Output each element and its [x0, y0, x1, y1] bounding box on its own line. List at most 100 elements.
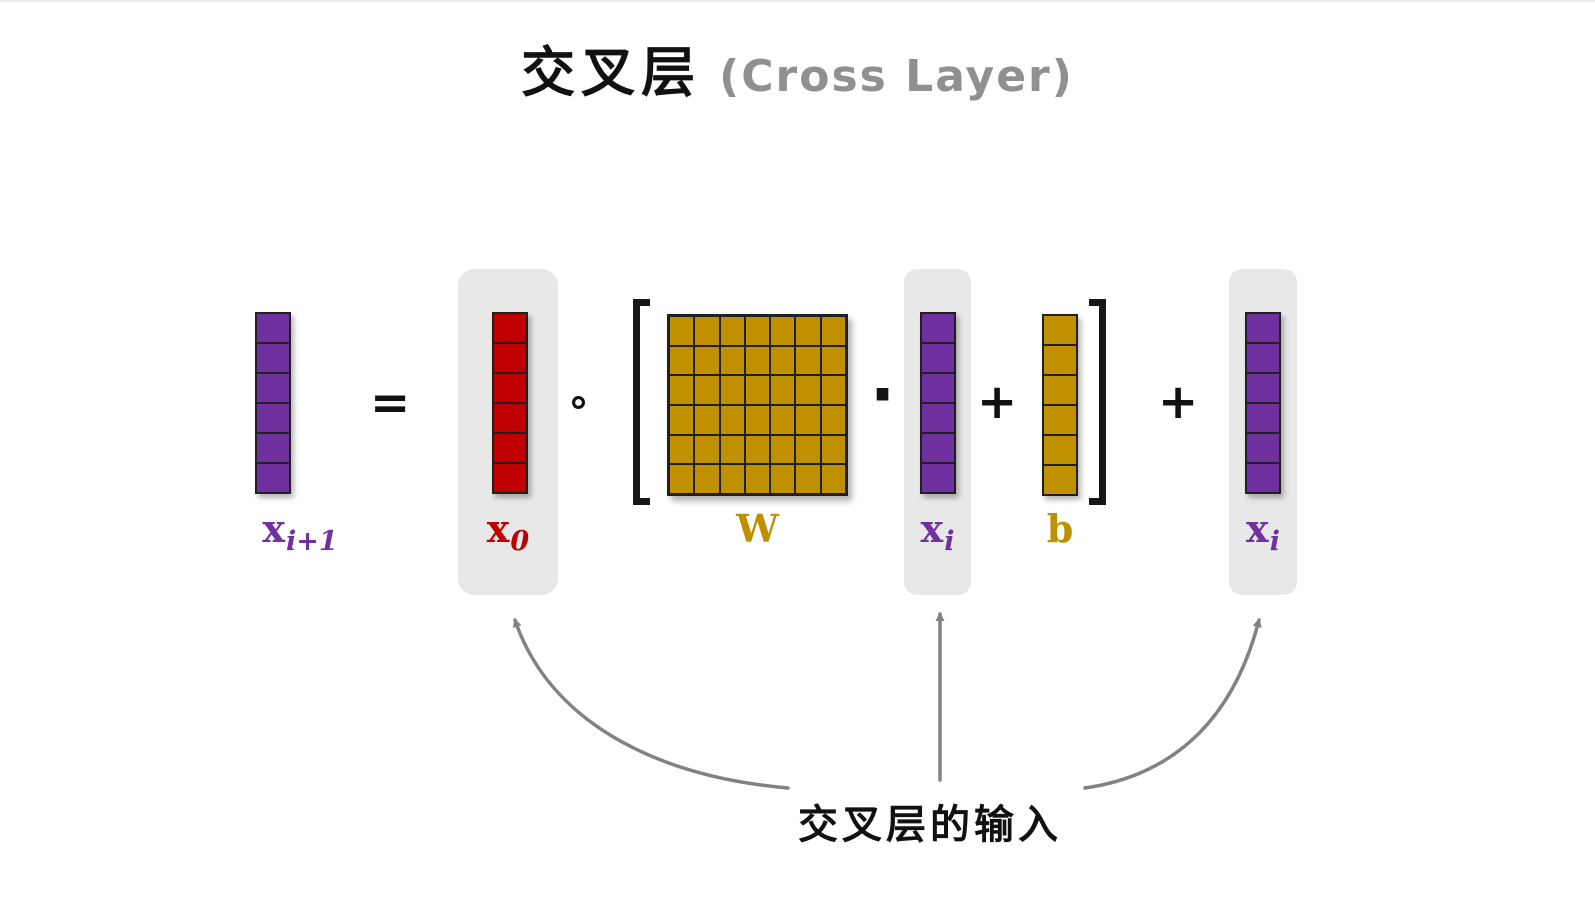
- title-zh: 交叉层: [521, 40, 702, 104]
- dot-operator: ·: [870, 356, 896, 433]
- matrix-cell: [820, 345, 846, 376]
- label-x-i-inner: xi: [904, 508, 971, 557]
- label-subscript: i: [944, 526, 955, 557]
- vector-cell: [257, 402, 289, 432]
- label-subscript: 0: [510, 526, 530, 557]
- matrix-cell: [820, 464, 846, 494]
- matrix-cell: [694, 375, 720, 405]
- matrix-cell: [744, 345, 771, 376]
- matrix-cell: [795, 434, 821, 465]
- vector-cell: [1044, 464, 1076, 494]
- matrix-cell: [719, 434, 745, 465]
- title-en: (Cross Layer): [719, 51, 1074, 102]
- vector-cell: [257, 314, 289, 342]
- matrix-cell: [770, 316, 796, 346]
- matrix-cell: [744, 375, 771, 405]
- vector-cell: [257, 432, 289, 462]
- matrix-cell: [770, 345, 796, 376]
- vector-cell: [1247, 314, 1279, 342]
- matrix-cell: [795, 375, 821, 405]
- vector-cell: [257, 462, 289, 492]
- vector-cell: [257, 342, 289, 372]
- label-b: b: [1030, 508, 1090, 550]
- matrix-cell: [694, 434, 720, 465]
- matrix-cell: [820, 404, 846, 435]
- label-subscript: i+1: [285, 526, 338, 557]
- label-base: W: [736, 506, 779, 551]
- vector-cell: [1247, 372, 1279, 402]
- vector-b: [1042, 314, 1078, 496]
- arrow-to-x0: [512, 618, 790, 790]
- matrix-cell: [694, 464, 720, 494]
- vector-cell: [1044, 374, 1076, 404]
- vector-cell: [494, 342, 526, 372]
- label-base: x: [1246, 506, 1269, 551]
- matrix-cell: [770, 434, 796, 465]
- label-x-i-plus-1: xi+1: [240, 508, 360, 557]
- vector-cell: [1247, 402, 1279, 432]
- vector-cell: [922, 314, 954, 342]
- vector-cell: [257, 372, 289, 402]
- matrix-cell: [744, 316, 771, 346]
- hadamard-operator: ∘: [566, 379, 592, 425]
- vector-cell: [494, 462, 526, 492]
- vector-x-i-plus-1: [255, 312, 291, 494]
- label-base: x: [920, 506, 944, 551]
- vector-cell: [494, 432, 526, 462]
- arrow-to-x-i-outer: [1083, 618, 1262, 790]
- vector-cell: [922, 372, 954, 402]
- label-base: x: [262, 506, 285, 551]
- matrix-cell: [820, 375, 846, 405]
- vector-cell: [1247, 462, 1279, 492]
- matrix-cell: [694, 404, 720, 435]
- label-w: W: [667, 508, 848, 550]
- label-subscript: i: [1269, 526, 1280, 557]
- vector-cell: [922, 402, 954, 432]
- matrix-cell: [770, 375, 796, 405]
- vector-cell: [494, 402, 526, 432]
- matrix-cell: [770, 404, 796, 435]
- vector-cell: [1044, 434, 1076, 464]
- vector-cell: [1247, 432, 1279, 462]
- matrix-cell: [719, 404, 745, 435]
- matrix-cell: [694, 345, 720, 376]
- matrix-cell: [719, 316, 745, 346]
- vector-cell: [922, 342, 954, 372]
- label-base: x: [486, 506, 510, 551]
- bracket-right: [1089, 299, 1106, 505]
- matrix-cell: [744, 434, 771, 465]
- matrix-cell: [719, 464, 745, 494]
- matrix-w: [667, 314, 848, 496]
- matrix-cell: [795, 464, 821, 494]
- vector-x0: [492, 312, 528, 494]
- matrix-cell: [795, 316, 821, 346]
- matrix-cell: [795, 404, 821, 435]
- plus-operator-inner: +: [977, 374, 1018, 430]
- label-x0: x0: [458, 508, 558, 557]
- vector-cell: [1044, 344, 1076, 374]
- vector-cell: [494, 372, 526, 402]
- vector-cell: [494, 314, 526, 342]
- vector-cell: [922, 432, 954, 462]
- vector-cell: [1044, 404, 1076, 434]
- matrix-cell: [669, 375, 695, 405]
- bracket-left: [633, 299, 650, 505]
- vector-cell: [1044, 316, 1076, 344]
- matrix-cell: [820, 316, 846, 346]
- matrix-cell: [744, 404, 771, 435]
- matrix-cell: [770, 464, 796, 494]
- vector-cell: [922, 462, 954, 492]
- matrix-cell: [820, 434, 846, 465]
- annotation-cross-layer-input: 交叉层的输入: [798, 801, 1062, 848]
- page-title: 交叉层 (Cross Layer): [0, 28, 1595, 107]
- matrix-cell: [669, 434, 695, 465]
- equals-sign: =: [370, 375, 411, 431]
- matrix-cell: [719, 345, 745, 376]
- label-x-i-outer: xi: [1229, 508, 1297, 557]
- matrix-cell: [719, 375, 745, 405]
- vector-cell: [1247, 342, 1279, 372]
- matrix-cell: [744, 464, 771, 494]
- plus-operator-outer: +: [1158, 374, 1199, 430]
- vector-x-i-outer: [1245, 312, 1281, 494]
